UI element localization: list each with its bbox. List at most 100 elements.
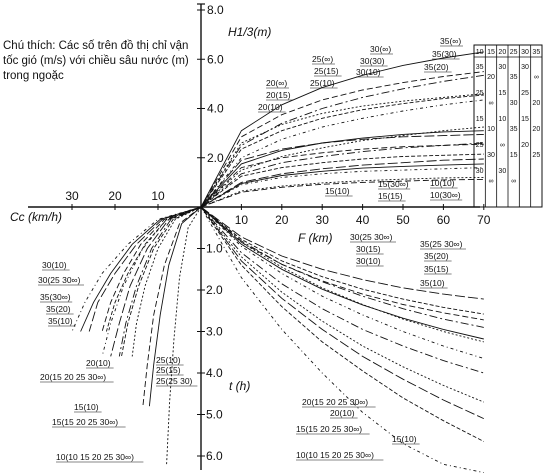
y-tick-label-h: 8.0 bbox=[207, 3, 224, 17]
celerity-curve-label-25-15: 25(15) bbox=[156, 365, 181, 375]
wind-depth-table-header: 10 bbox=[476, 49, 484, 56]
celerity-line-10-10-15-20-25-30inf bbox=[166, 206, 202, 465]
wind-depth-table-cell: 15 bbox=[498, 90, 506, 97]
x-axis-label-celerity: Cc (km/h) bbox=[10, 210, 62, 224]
x-tick-label-f: 10 bbox=[235, 213, 249, 227]
wave-height-curve-label-15-30inf: 15(30∞) bbox=[378, 179, 409, 189]
y-axis-label-wave-height: H1/3(m) bbox=[228, 25, 271, 39]
wind-depth-table-cell: ∞ bbox=[500, 142, 505, 149]
wind-depth-table-cell: 35 bbox=[510, 74, 518, 81]
y-tick-label-t: 2.0 bbox=[206, 283, 223, 297]
celerity-curve-label-15-15-20-25-30inf: 15(15 20 25 30∞) bbox=[52, 417, 118, 427]
x-tick-label-c: 10 bbox=[151, 189, 165, 203]
wind-depth-table-cell: 30 bbox=[498, 168, 506, 175]
wave-height-curve-label-35-20: 35(20) bbox=[424, 62, 449, 72]
duration-line-35-15 bbox=[200, 206, 484, 315]
wind-depth-table-cell: ∞ bbox=[489, 178, 494, 185]
celerity-line-25-15 bbox=[110, 206, 202, 357]
duration-curve-label-35-20: 35(20) bbox=[424, 251, 449, 261]
duration-curve-label-15-15-20-25-30inf: 15(15 20 25 30∞) bbox=[296, 424, 362, 434]
celerity-line-30-25-30inf bbox=[88, 206, 202, 332]
celerity-line-25-25-30 bbox=[101, 206, 202, 357]
duration-line-15-15-20-25-30inf bbox=[200, 206, 485, 442]
celerity-line-20-15-20-25-30inf bbox=[118, 206, 202, 357]
wave-height-line-10-30inf bbox=[200, 176, 484, 208]
x-tick-label-c: 20 bbox=[108, 189, 122, 203]
y-tick-label-t: 1.0 bbox=[206, 242, 223, 256]
wave-height-curve-label-25-10: 25(10) bbox=[310, 78, 335, 88]
y-tick-label-t: 5.0 bbox=[206, 408, 223, 422]
wind-depth-table-cell: 15 bbox=[510, 152, 518, 159]
wind-depth-table-cell: 25 bbox=[476, 90, 484, 97]
duration-line-35-20 bbox=[200, 206, 484, 328]
wind-depth-table-cell: 30 bbox=[487, 152, 495, 159]
duration-line-20-15-20-25-30inf bbox=[200, 206, 484, 403]
duration-curve-label-10-10-15-20-25-30inf: 10(10 15 20 25 30∞) bbox=[296, 450, 374, 460]
celerity-curve-label-20-15-20-25-30inf: 20(15 20 25 30∞) bbox=[40, 372, 106, 382]
celerity-curve-label-30-10: 30(10) bbox=[42, 260, 67, 270]
wave-height-curve-label-30-10: 30(10) bbox=[356, 67, 381, 77]
celerity-line-35-20 bbox=[80, 206, 202, 332]
wind-depth-table-cell: 25 bbox=[532, 152, 540, 159]
wave-height-curve-label-30-inf: 30(∞) bbox=[370, 44, 391, 54]
wave-height-curve-label-35-inf: 35(∞) bbox=[440, 36, 461, 46]
wind-depth-table-cell: 25 bbox=[521, 90, 529, 97]
wind-depth-table-cell: 25 bbox=[476, 142, 484, 149]
celerity-line-35-10 bbox=[101, 206, 202, 332]
wind-depth-table-header: 25 bbox=[510, 49, 518, 56]
x-tick-label-c: 30 bbox=[65, 189, 79, 203]
wind-depth-table-cell: 30 bbox=[521, 64, 529, 71]
duration-curve-label-15-10: 15(10) bbox=[392, 434, 417, 444]
celerity-line-20-10 bbox=[131, 206, 202, 357]
x-tick-label-f: 70 bbox=[477, 213, 491, 227]
wind-depth-table-cell: 30 bbox=[510, 100, 518, 107]
celerity-curve-label-35-20: 35(20) bbox=[46, 304, 71, 314]
wave-height-line-25-10 bbox=[200, 143, 484, 208]
y-tick-label-t: 3.0 bbox=[206, 325, 223, 339]
duration-line-20-10 bbox=[200, 206, 484, 374]
wave-height-curve-label-25-inf: 25(∞) bbox=[312, 54, 333, 64]
wind-depth-table-header: 20 bbox=[498, 49, 506, 56]
x-tick-label-f: 20 bbox=[275, 213, 289, 227]
duration-curve-label-30-15: 30(15) bbox=[356, 244, 381, 254]
wave-height-curve-label-15-15: 15(15) bbox=[378, 191, 403, 201]
x-tick-label-f: 30 bbox=[316, 213, 330, 227]
celerity-curve-label-10-10-15-20-25-30inf: 10(10 15 20 25 30∞) bbox=[56, 452, 134, 462]
wave-height-line-15-10 bbox=[200, 167, 484, 208]
duration-curve-label-35-10: 35(10) bbox=[420, 278, 445, 288]
wave-height-curve-label-20-inf: 20(∞) bbox=[266, 78, 287, 88]
x-axis-label-fetch: F (km) bbox=[298, 231, 332, 245]
wind-depth-table-cell: 10 bbox=[498, 116, 506, 123]
x-tick-label-f: 60 bbox=[437, 213, 451, 227]
wave-height-curve-label-20-15: 20(15) bbox=[266, 90, 291, 100]
wind-depth-table-cell: 20 bbox=[532, 100, 540, 107]
wind-depth-table-cell: ∞ bbox=[489, 100, 494, 107]
celerity-curve-label-15-10: 15(10) bbox=[74, 402, 99, 412]
wind-depth-table-header: 30 bbox=[521, 49, 529, 56]
duration-line-10-10-15-20-25-30inf bbox=[200, 206, 484, 474]
wave-height-line-20-inf bbox=[200, 126, 484, 208]
wave-height-line-30-10 bbox=[200, 133, 484, 208]
duration-line-35-25-30inf bbox=[200, 206, 484, 343]
wave-height-curve-label-15-10: 15(10) bbox=[325, 186, 350, 196]
wind-depth-table-cell: 20 bbox=[487, 74, 495, 81]
wave-height-line-35-30 bbox=[200, 71, 484, 208]
wave-height-curve-label-10-30inf: 10(30∞) bbox=[430, 190, 461, 200]
duration-line-30-10 bbox=[200, 206, 484, 321]
y-tick-label-t: 4.0 bbox=[206, 366, 223, 380]
celerity-line-35-30inf bbox=[71, 206, 202, 332]
x-tick-label-f: 50 bbox=[396, 213, 410, 227]
duration-curve-label-20-15-20-25-30inf: 20(15 20 25 30∞) bbox=[302, 397, 368, 407]
duration-curve-label-30-10: 30(10) bbox=[356, 256, 381, 266]
celerity-line-15-15-20-25-30inf bbox=[142, 206, 202, 407]
wind-depth-table-header: 15 bbox=[487, 49, 495, 56]
wind-depth-table-cell: ∞ bbox=[511, 178, 516, 185]
wave-height-line-20-15 bbox=[200, 142, 484, 208]
wind-depth-table-cell: 10 bbox=[487, 126, 495, 133]
duration-curve-label-30-25-30inf: 30(25 30∞) bbox=[350, 232, 393, 242]
celerity-curve-label-20-10: 20(10) bbox=[86, 358, 111, 368]
wind-depth-table-cell: 15 bbox=[476, 116, 484, 123]
wind-depth-table-cell: 20 bbox=[532, 126, 540, 133]
duration-curve-label-20-10: 20(10) bbox=[330, 408, 355, 418]
celerity-curve-label-35-10: 35(10) bbox=[48, 316, 73, 326]
